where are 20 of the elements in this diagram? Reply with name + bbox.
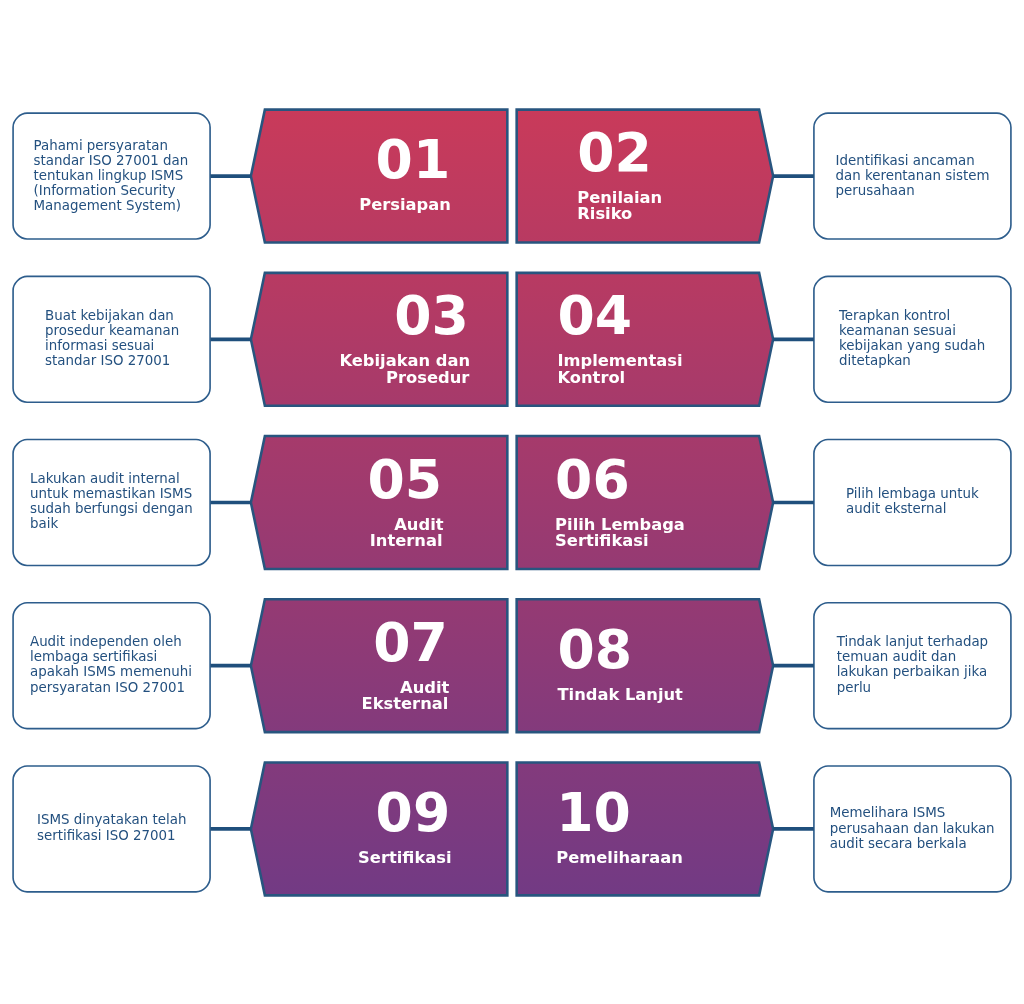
node-box: Lakukan audit internal untuk memastikan ISMS sudah berfungsi dengan baik	[12, 438, 211, 566]
node-box: Pahami persyaratan standar ISO 27001 dan tentukan lingkup ISMS (Information Security Management System)	[12, 111, 211, 240]
node-box: Terapkan kontrol keamanan sesuai kebijakan yang sudah ditetapkan	[813, 275, 1012, 403]
connector	[773, 663, 814, 668]
connector	[773, 826, 814, 831]
connector	[210, 336, 251, 341]
node-box: ISMS dinyatakan telah sertifikasi ISO 27001	[12, 764, 211, 893]
node-box: Buat kebijakan dan prosedur keamanan informasi sesuai standar ISO 27001	[12, 275, 211, 403]
connector	[210, 173, 251, 178]
connector	[773, 173, 814, 178]
connector	[210, 500, 251, 504]
connector	[773, 336, 814, 341]
connector	[773, 500, 814, 504]
node-box: Memelihara ISMS perusahaan dan lakukan audit secara berkala	[813, 764, 1012, 893]
node-box: Pilih lembaga untuk audit eksternal	[813, 438, 1012, 566]
connector	[210, 826, 251, 831]
node-box: Tindak lanjut terhadap temuan audit dan lakukan perbaikan jika perlu	[813, 601, 1012, 729]
connector	[210, 663, 251, 668]
node-box: Identifikasi ancaman dan kerentanan sistem perusahaan	[813, 111, 1012, 240]
node-box: Audit independen oleh lembaga sertifikasi apakah ISMS memenuhi persyaratan ISO 27001	[12, 601, 211, 729]
